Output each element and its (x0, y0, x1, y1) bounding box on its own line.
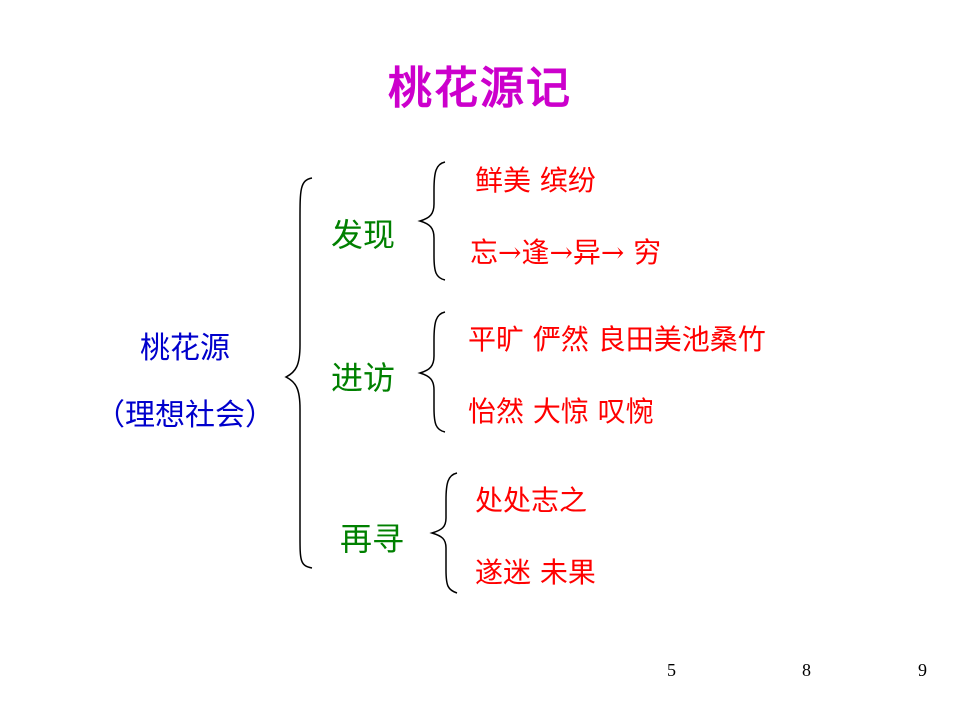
branch-label-search: 再寻 (340, 520, 405, 558)
branch-brace-visit (417, 311, 446, 433)
leaf-item: 平旷 俨然 良田美池桑竹 (468, 323, 766, 356)
root-node-name: 桃花源 (140, 331, 230, 366)
branch-brace-search (429, 472, 458, 594)
leaf-item: 处处志之 (475, 484, 588, 517)
leaf-item: 遂迷 未果 (475, 556, 596, 589)
page-number: 8 (802, 660, 811, 680)
page-number: 9 (918, 660, 927, 680)
leaf-item: 忘→逢→异→ 穷 (470, 236, 662, 269)
page-number: 5 (667, 660, 676, 680)
leaf-item: 怡然 大惊 叹惋 (468, 395, 654, 428)
branch-label-visit: 进访 (331, 359, 396, 397)
root-brace (284, 177, 313, 569)
branch-label-discover: 发现 (331, 216, 396, 254)
root-node-note: （理想社会） (95, 398, 275, 433)
leaf-item: 鲜美 缤纷 (475, 164, 596, 197)
branch-brace-discover (417, 161, 446, 281)
page-title: 桃花源记 (388, 63, 572, 114)
